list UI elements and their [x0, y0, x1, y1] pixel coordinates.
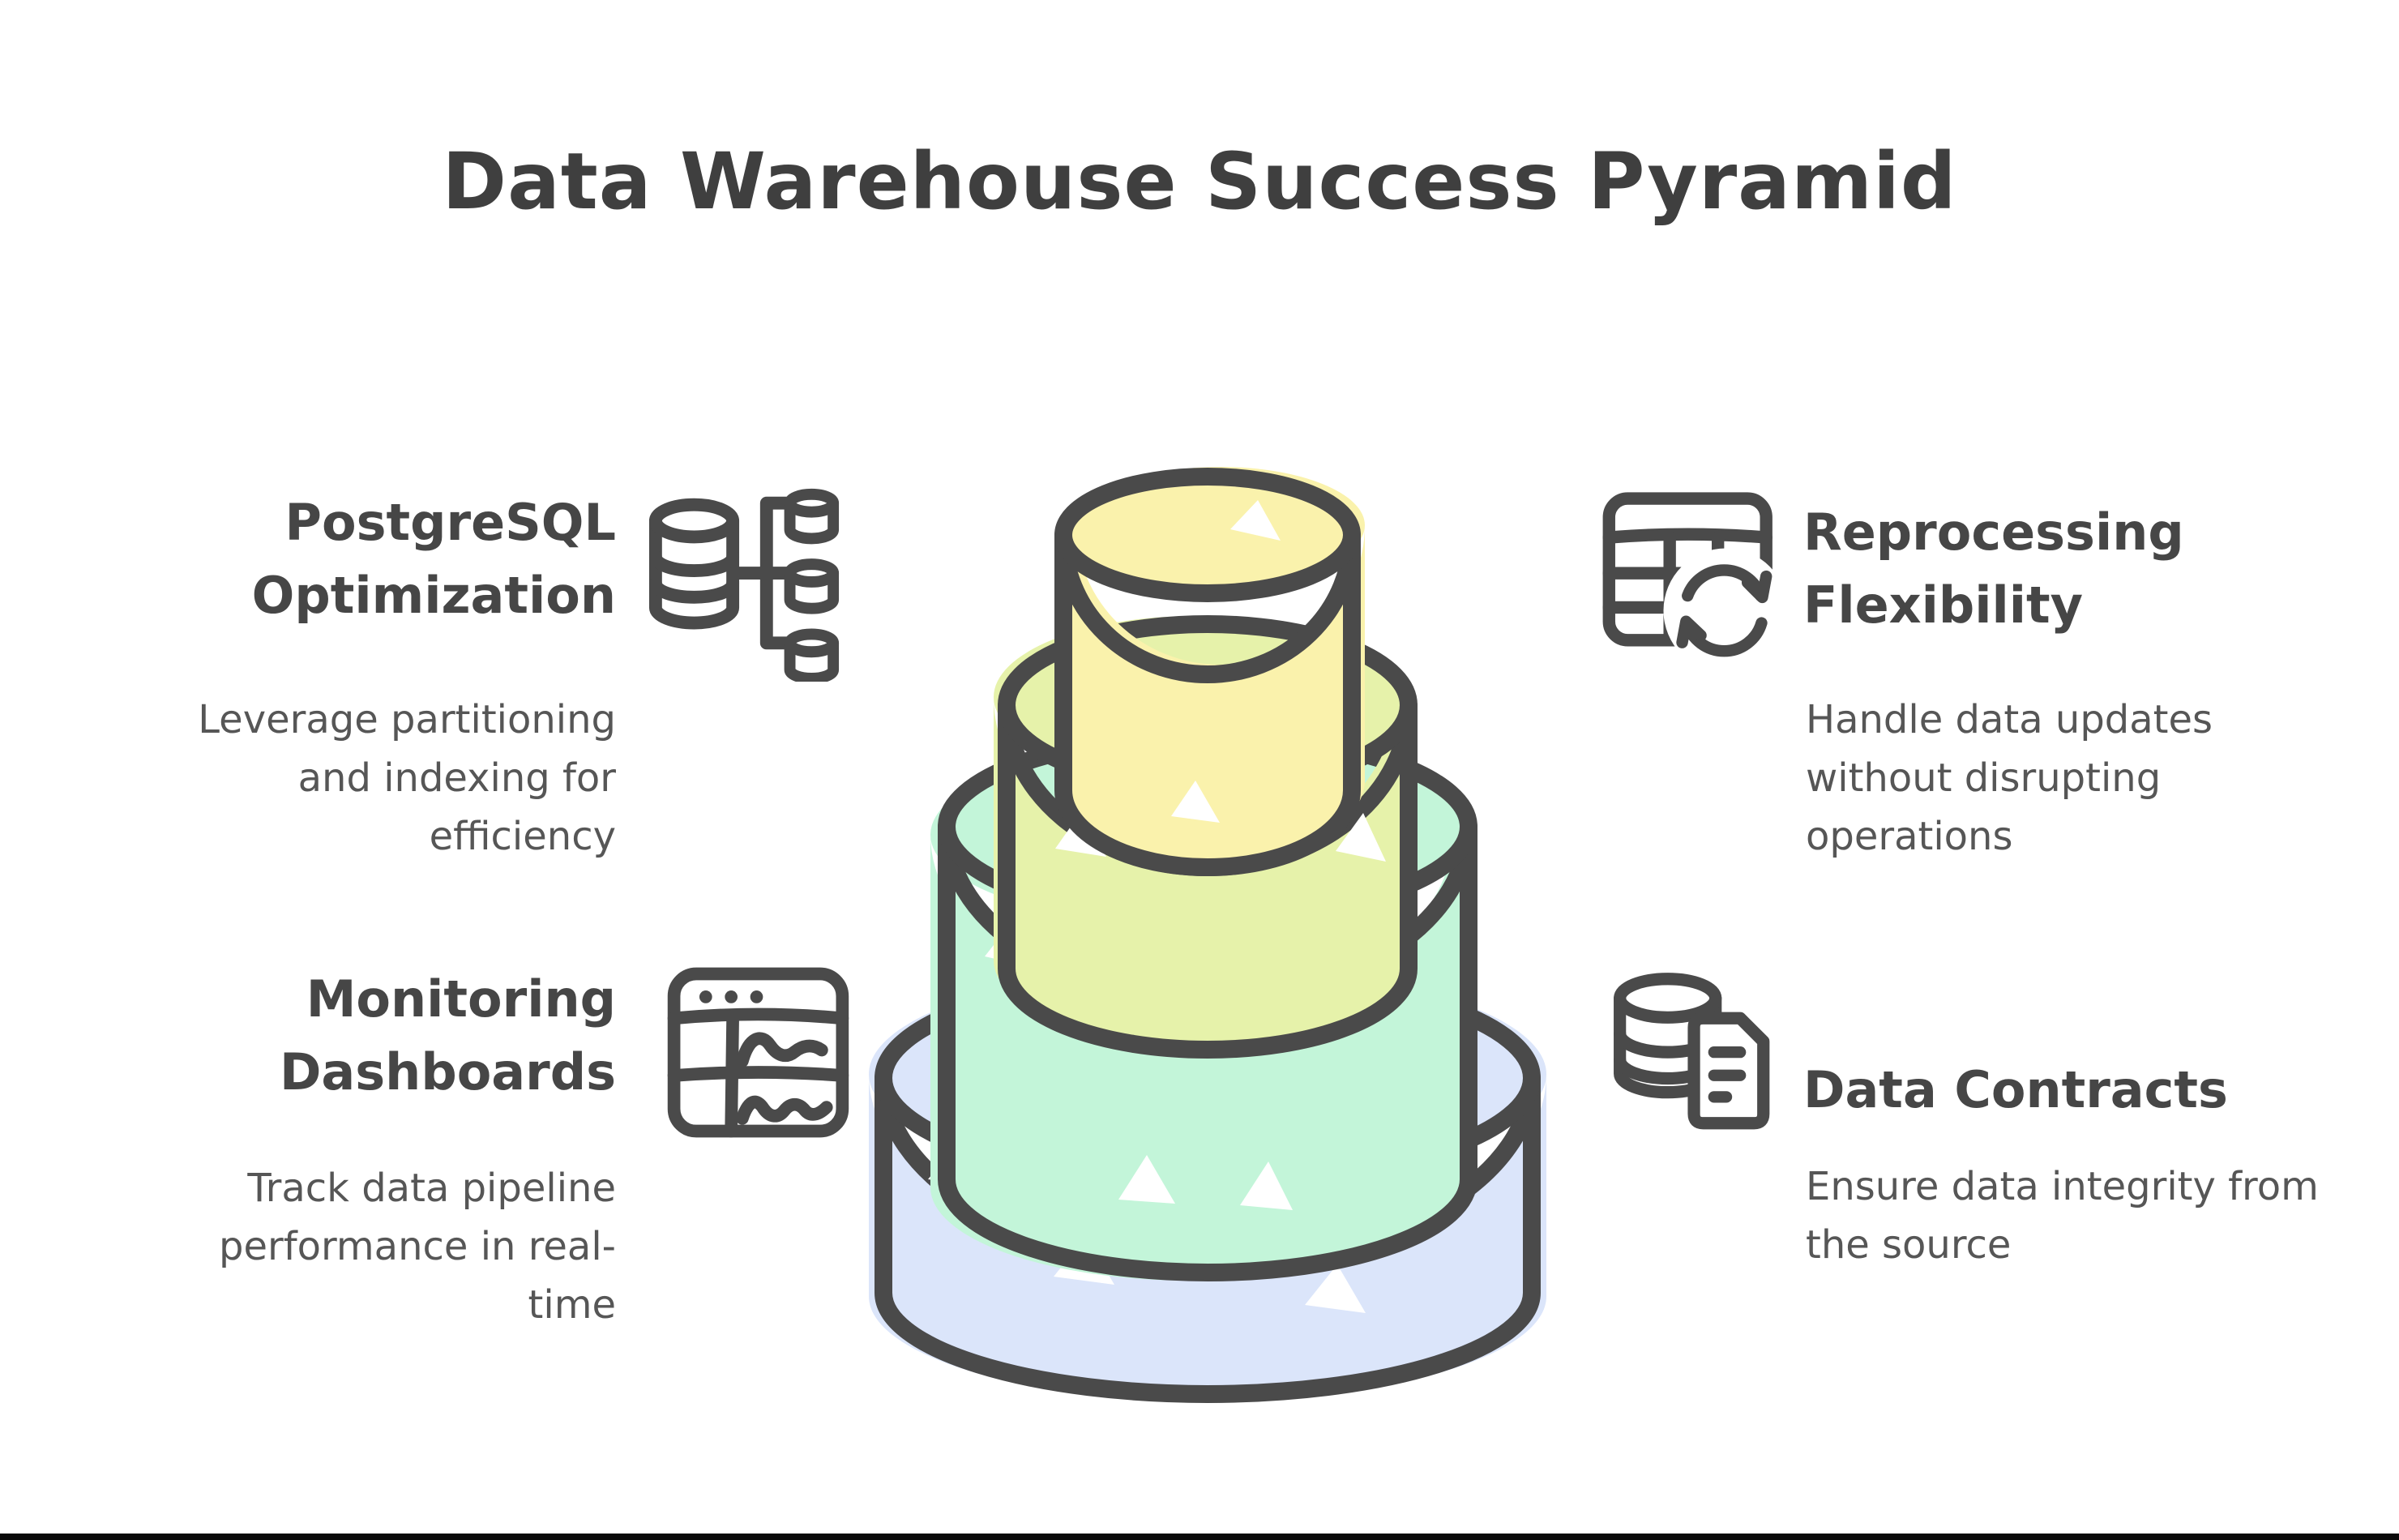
screenshot-bottom-edge: [0, 1534, 2399, 1540]
section-description-monitoring-dashboards: Track data pipeline performance in real-…: [219, 1166, 616, 1328]
pyramid-illustration: [869, 467, 1546, 1403]
section-heading-data-contracts: Data Contracts: [1803, 1060, 2228, 1119]
section-description-data-contracts: Ensure data integrity from the source: [1806, 1164, 2319, 1268]
database-document-icon: [1614, 973, 1770, 1130]
section-description-reprocessing-flexibility: Handle data updates without disrupting o…: [1806, 697, 2213, 859]
table-refresh-icon: [1602, 492, 1789, 674]
page-title: Data Warehouse Success Pyramid: [442, 136, 1957, 227]
dashboard-charts-icon: [667, 967, 849, 1138]
section-description-postgresql-optimization: Leverage partitioning and indexing for e…: [198, 697, 616, 859]
section-heading-reprocessing-flexibility: Reprocessing Flexibility: [1803, 503, 2184, 635]
database-partition-icon: [648, 488, 840, 682]
section-heading-monitoring-dashboards: Monitoring Dashboards: [279, 969, 616, 1102]
section-heading-postgresql-optimization: PostgreSQL Optimization: [251, 493, 616, 625]
pyramid-tier-1: [1054, 467, 1365, 876]
